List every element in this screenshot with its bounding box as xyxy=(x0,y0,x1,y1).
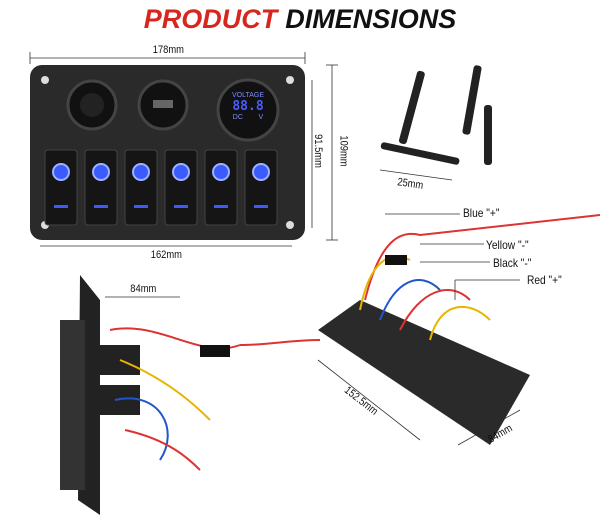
indicator-bar xyxy=(174,205,188,208)
title-product: PRODUCT xyxy=(143,4,278,34)
label-red-wire: Red "+" xyxy=(527,273,562,287)
rocker-switch xyxy=(204,149,238,226)
indicator-bar xyxy=(214,205,228,208)
wired-panel xyxy=(318,213,600,445)
led-icon xyxy=(172,163,190,181)
rocker-switch xyxy=(164,149,198,226)
led-icon xyxy=(252,163,270,181)
rocker-switch xyxy=(124,149,158,226)
dim-height-outer: 109mm xyxy=(337,135,350,167)
rocker-switch xyxy=(244,149,278,226)
indicator-bar xyxy=(94,205,108,208)
rocker-switch xyxy=(44,149,78,226)
led-icon xyxy=(212,163,230,181)
rocker-switch xyxy=(84,149,118,226)
voltmeter-label: VOLTAGE xyxy=(231,92,265,99)
voltmeter-unit: V xyxy=(258,114,264,121)
dim-width-top: 178mm xyxy=(152,44,184,56)
dim-side-depth: 84mm xyxy=(130,283,157,295)
indicator-bar xyxy=(134,205,148,208)
label-yellow-wire: Yellow "-" xyxy=(486,238,529,252)
voltmeter: VOLTAGE 88.8 DC V xyxy=(225,92,271,121)
title-dimensions: DIMENSIONS xyxy=(285,4,457,34)
led-icon xyxy=(92,163,110,181)
label-blue-wire: Blue "+" xyxy=(463,206,500,220)
voltmeter-dc: DC xyxy=(232,114,243,121)
dim-width-bottom: 162mm xyxy=(150,249,182,261)
led-icon xyxy=(52,163,70,181)
indicator-bar xyxy=(254,205,268,208)
led-icon xyxy=(132,163,150,181)
indicator-bar xyxy=(54,205,68,208)
label-black-wire: Black "-" xyxy=(493,256,532,270)
side-view xyxy=(60,275,321,515)
dim-height-inner: 91.5mm xyxy=(311,134,324,168)
screws xyxy=(380,65,492,165)
voltmeter-reading: 88.8 xyxy=(232,99,264,114)
rocker-switches xyxy=(44,149,278,226)
